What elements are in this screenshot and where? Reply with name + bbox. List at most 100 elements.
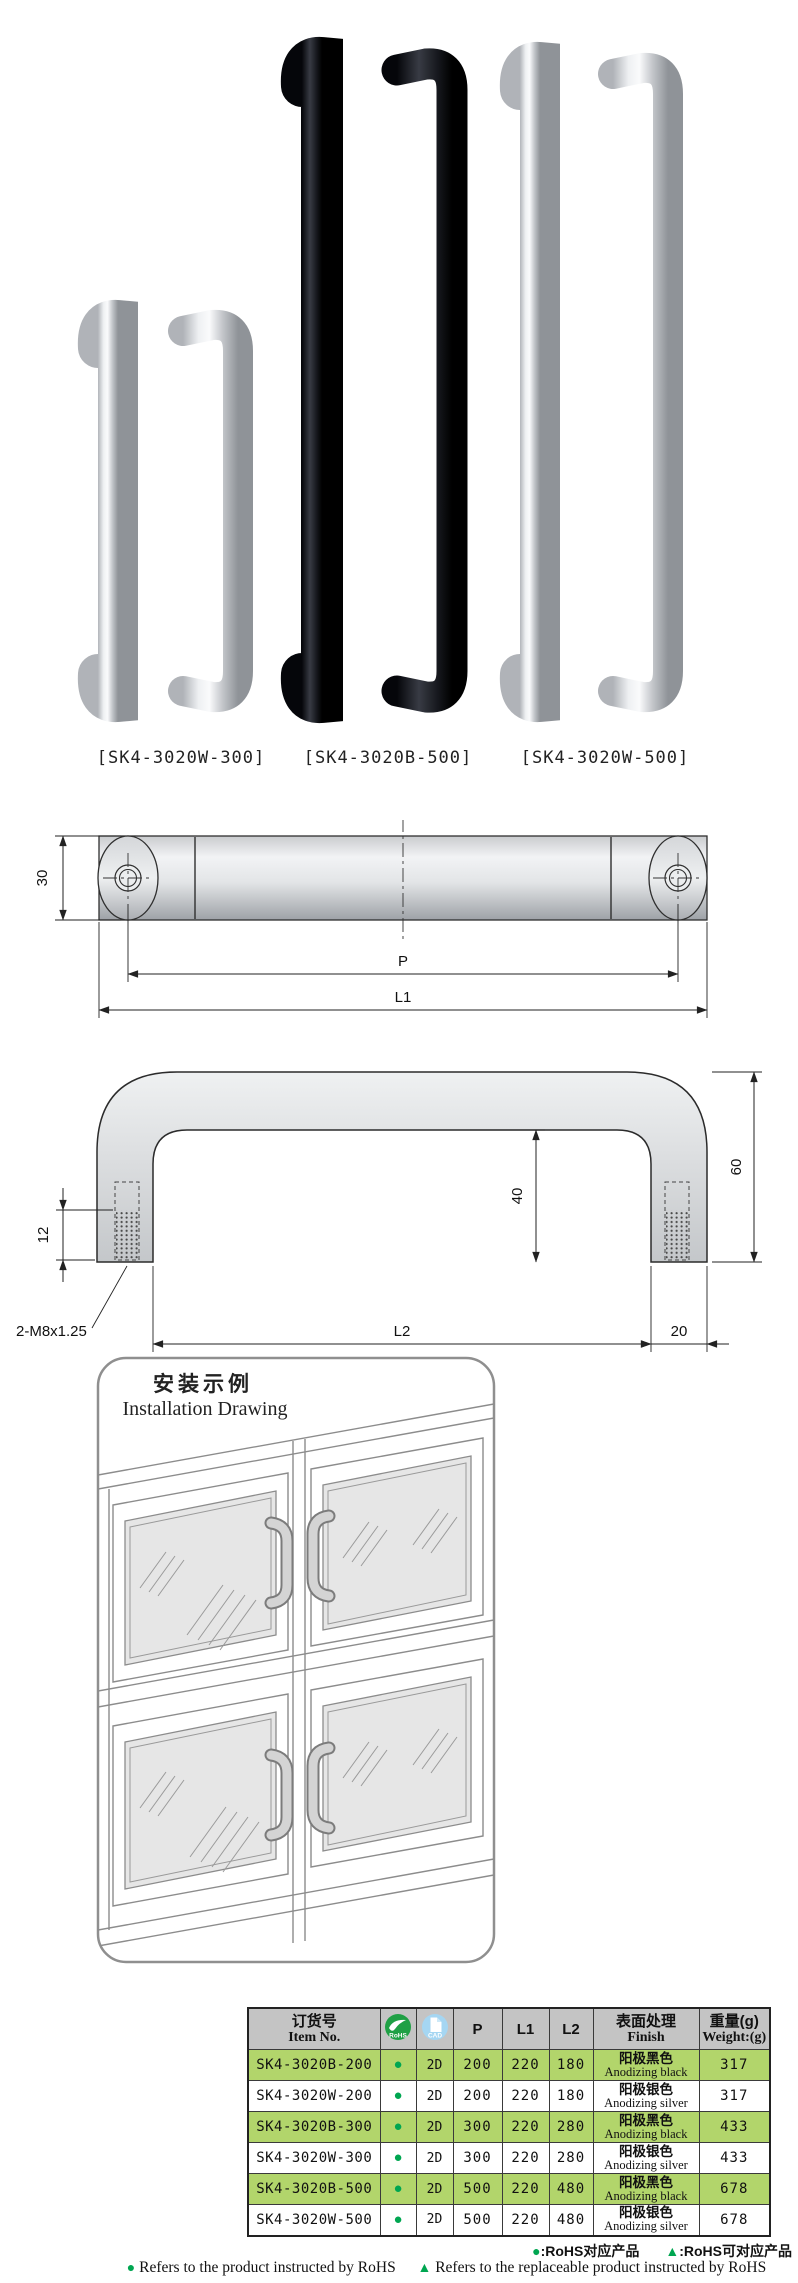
table-row: SK4-3020B-500 ● 2D 500 220 480 阳极黑色 Anod… [247,2173,771,2205]
handle-photo-black-500 [280,36,468,724]
installation-title-zh: 安装示例 [153,1372,253,1396]
dim-l2: L2 [152,1266,708,1352]
installation-drawing: 安装示例 Installation Drawing [96,1356,496,1964]
p-value: 200 [452,2080,503,2112]
spec-table: 订货号 Item No. RoHS CAD [247,2007,771,2237]
rohs-triangle-icon: ▲ [417,2259,432,2275]
rohs-dot-icon: ● [393,2210,403,2228]
table-row: SK4-3020W-200 ● 2D 200 220 180 阳极银色 Anod… [247,2080,771,2112]
l1-value: 220 [501,2111,550,2143]
item-no: SK4-3020W-200 [247,2080,381,2112]
thread-hatch-left [116,1210,138,1259]
u-handle-outline [96,1071,708,1263]
item-no: SK4-3020W-500 [247,2204,381,2236]
p-value: 200 [452,2049,503,2081]
thread-callout: 2-M8x1.25 [16,1265,128,1340]
table-row: SK4-3020W-300 ● 2D 300 220 280 阳极银色 Anod… [247,2142,771,2174]
l1-value: 220 [501,2173,550,2205]
item-header-en: Item No. [288,2030,341,2045]
dim-p-label: P [398,953,408,970]
p-value: 500 [452,2173,503,2205]
thread-hatch-right [666,1210,688,1259]
rohs-triangle-icon: ▲ [665,2243,680,2259]
finish-header-zh: 表面处理 [615,2013,676,2030]
l1-value: 220 [501,2204,550,2236]
cad-link[interactable]: 2D [415,2204,454,2236]
col-header-weight: 重量(g) Weight:(g) [698,2007,771,2050]
cabinet-line-art [98,1403,494,1947]
rohs-status: ● [379,2173,417,2205]
handle-photo-silver-300 [77,299,253,723]
drawing-front-view: 12 2-M8x1.25 40 60 L2 20 [16,1071,762,1352]
cad-link[interactable]: 2D [415,2173,454,2205]
col-header-finish: 表面处理 Finish [592,2007,700,2050]
weight-value: 433 [698,2142,771,2174]
cad-link[interactable]: 2D [415,2049,454,2081]
col-header-p: P [452,2007,503,2050]
thread-stud-right [664,1181,690,1261]
rohs-status: ● [379,2080,417,2112]
dim-20-label: 20 [671,1323,688,1340]
col-header-rohs: RoHS [379,2007,417,2050]
rohs-dot-icon: ● [393,2087,403,2104]
product-label-3: [SK4-3020W-500] [520,748,690,768]
rohs-status: ● [379,2049,417,2081]
dim-40: 40 [470,1129,545,1263]
item-no: SK4-3020B-200 [247,2049,381,2081]
product-label-1: [SK4-3020W-300] [96,748,266,768]
svg-text:CAD: CAD [427,2032,441,2039]
p-value: 300 [452,2142,503,2174]
thread-spec-label: 2-M8x1.25 [16,1323,87,1340]
dim-20: 20 [629,1323,729,1348]
weight-header-zh: 重量(g) [709,2013,759,2030]
finish-value: 阳极银色 Anodizing silver [592,2080,700,2112]
l2-value: 280 [548,2111,594,2143]
p-value: 300 [452,2111,503,2143]
handle-photo-silver-500 [499,41,683,723]
rohs-icon: RoHS [385,2013,411,2040]
dim-l1-label: L1 [395,989,412,1006]
col-header-cad: CAD [415,2007,454,2050]
weight-value: 317 [698,2080,771,2112]
table-row: SK4-3020W-500 ● 2D 500 220 480 阳极银色 Anod… [247,2204,771,2236]
cad-link[interactable]: 2D [415,2080,454,2112]
p-value: 500 [452,2204,503,2236]
rohs-status: ● [379,2142,417,2174]
rohs-status: ● [379,2111,417,2143]
item-no: SK4-3020B-300 [247,2111,381,2143]
table-header-row: 订货号 Item No. RoHS CAD [247,2007,771,2050]
col-header-l1: L1 [501,2007,550,2050]
item-no: SK4-3020B-500 [247,2173,381,2205]
cad-icon: CAD [421,2013,448,2040]
finish-value: 阳极银色 Anodizing silver [592,2142,700,2174]
cad-link[interactable]: 2D [415,2142,454,2174]
dim-l1: L1 [98,922,708,1018]
l2-value: 180 [548,2049,594,2081]
rohs-dot-icon: ● [393,2149,403,2166]
weight-value: 678 [698,2173,771,2205]
cad-link[interactable]: 2D [415,2111,454,2143]
thread-stud-left [114,1181,140,1261]
installation-title-en: Installation Drawing [123,1398,288,1420]
finish-value: 阳极黑色 Anodizing black [592,2173,700,2205]
dim-60-label: 60 [728,1159,745,1176]
rohs-dot-icon: ● [393,2180,403,2197]
finish-value: 阳极黑色 Anodizing black [592,2049,700,2081]
dim-p: P [127,904,679,982]
table-row: SK4-3020B-200 ● 2D 200 220 180 阳极黑色 Anod… [247,2049,771,2081]
col-header-item: 订货号 Item No. [247,2007,381,2050]
rohs-status: ● [379,2204,417,2236]
l2-value: 480 [548,2204,594,2236]
svg-text:RoHS: RoHS [389,2032,407,2039]
product-photos [77,36,683,724]
rohs-dot-icon: ● [393,2056,403,2073]
cylinder-body [97,820,708,942]
dim-30: 30 [34,835,121,921]
table-row: SK4-3020B-300 ● 2D 300 220 280 阳极黑色 Anod… [247,2111,771,2143]
weight-value: 317 [698,2049,771,2081]
l2-value: 180 [548,2080,594,2112]
dim-40-label: 40 [509,1188,526,1205]
rohs-dot-icon: ● [126,2259,136,2275]
dim-12: 12 [35,1188,113,1282]
